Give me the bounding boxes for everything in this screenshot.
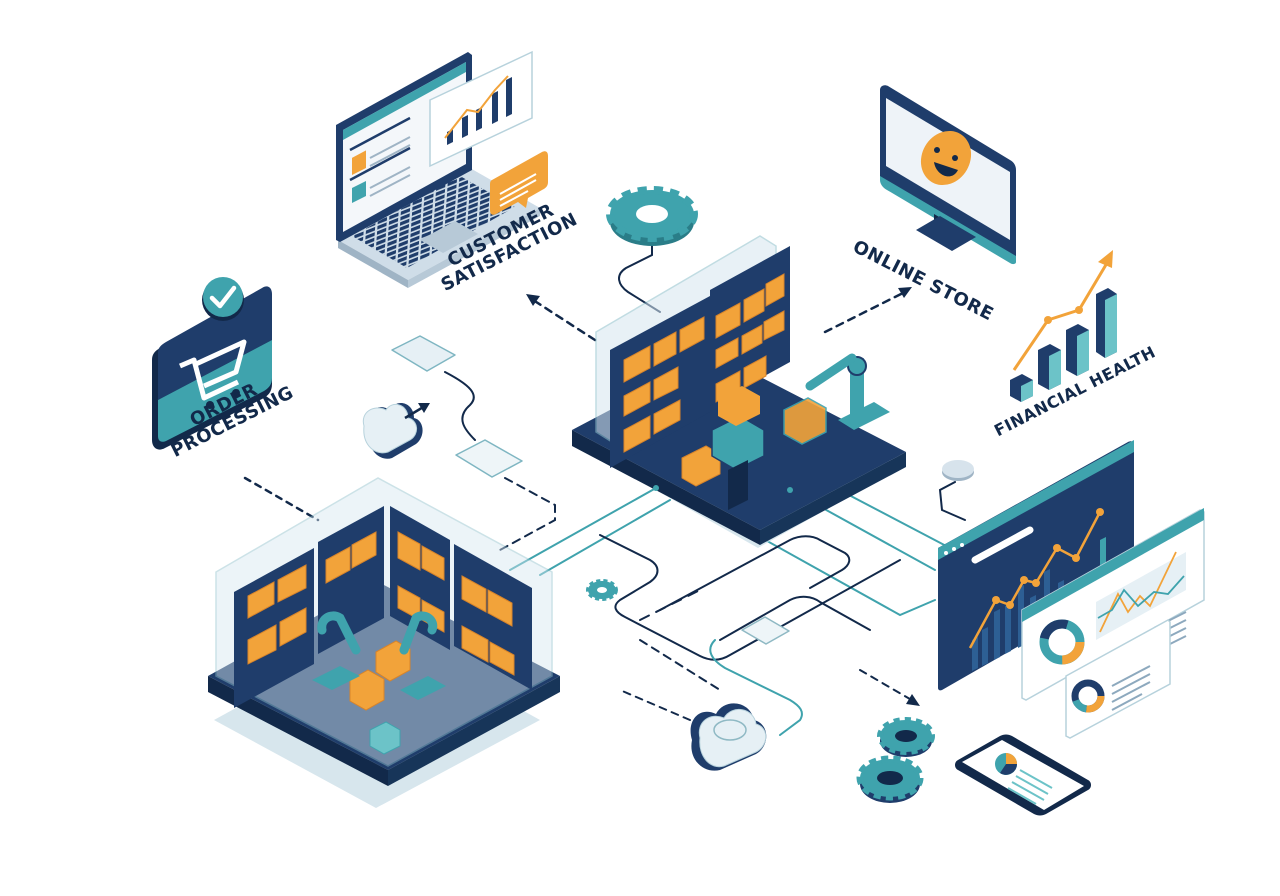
growth-bar-chart-icon <box>1010 250 1117 402</box>
fulfillment-warehouse-platform <box>208 477 560 808</box>
gear-icon <box>877 717 935 757</box>
data-card <box>455 439 523 478</box>
cloud-sync-icon <box>690 703 767 771</box>
package-boxes <box>623 273 785 487</box>
monitor-smiley-icon <box>880 85 1016 265</box>
gear-icon <box>856 755 924 803</box>
central-warehouse-platform <box>572 235 906 548</box>
cloud-upload-icon <box>362 403 430 459</box>
laptop-analytics-icon <box>336 50 548 288</box>
data-card <box>741 616 790 645</box>
smartphone-pie-chart-icon <box>955 734 1091 816</box>
package-boxes <box>247 531 515 711</box>
data-card <box>391 335 456 372</box>
gear-icon <box>606 186 698 246</box>
shopping-cart-check-icon <box>152 277 272 450</box>
gear-icon <box>586 579 618 601</box>
dashboard-charts-icon <box>938 440 1205 739</box>
connectors <box>243 217 966 736</box>
